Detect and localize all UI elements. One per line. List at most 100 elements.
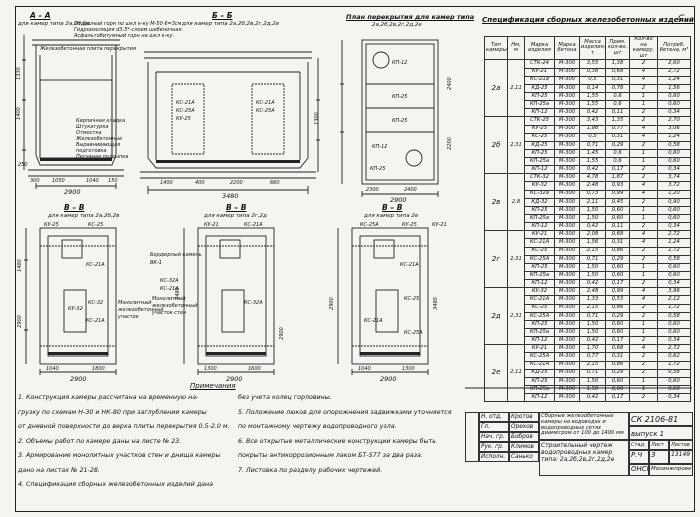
spec-cell: 0,6: [605, 91, 630, 102]
spec-cell: 1,20: [657, 189, 691, 199]
spec-cell: 0,71: [579, 368, 606, 378]
spec-cell: 0,14: [579, 83, 606, 93]
spec-cell: М-300: [554, 100, 580, 110]
spec-header-row: Тип камеры Нм, м Марка изделия Марка бет…: [484, 35, 691, 61]
vv3-label-4: КС-25: [404, 296, 420, 302]
tb-sign-name: Санько: [509, 452, 539, 462]
spec-cell: 0,73: [579, 189, 606, 199]
spec-cell: КС-25: [524, 303, 555, 313]
spec-cell: 1,24: [657, 75, 691, 85]
vv1-title: В – В: [64, 203, 85, 212]
tb-sheets: 13149: [669, 450, 693, 464]
spec-cell: 1,45: [579, 148, 606, 159]
vv1-dim-4: 2900: [16, 315, 23, 328]
spec-cell: 2: [629, 303, 658, 313]
spec-cell: 0,42: [579, 393, 606, 403]
spec-cell: КС-21а: [524, 75, 555, 85]
title-block: Н. отд. Кротов Гл. спец. Орехов Нач. гр.…: [465, 412, 693, 510]
spec-cell: 1,55: [579, 100, 606, 110]
vv2-label-5: КС-32А: [244, 300, 263, 306]
tb-sign-role: Нач. гр.: [479, 432, 509, 442]
vv2-dim-2: 1300: [204, 366, 217, 372]
note-line: 3. Армирование монолитных участков стен …: [18, 452, 221, 459]
spec-cell: 2: [629, 83, 658, 93]
spec-cell: КП-25а: [524, 157, 555, 167]
vv2-label-1: КУ-21: [204, 222, 219, 228]
spec-cell: 4: [629, 75, 658, 85]
spec-cell: 3,55: [579, 59, 606, 69]
spec-cell: М-300: [554, 83, 580, 93]
notes-title: Примечания: [190, 382, 236, 390]
section-bb-title: Б – Б: [212, 11, 233, 20]
spec-cell: М-300: [554, 173, 580, 183]
spec-cell: 0,90: [657, 197, 691, 207]
vv3-dim-3: 2900: [328, 297, 335, 310]
spec-cell: КП-25а: [524, 271, 555, 281]
spec-cell: 0,86: [605, 360, 630, 370]
spec-cell: М-300: [554, 124, 580, 134]
spec-cell: 0,60: [605, 319, 630, 330]
spec-cell: 4: [629, 344, 658, 354]
section-bb-types: для камер типа 2а,2б,2в,2г,2д,2е: [182, 21, 280, 27]
spec-cell: 0,6: [605, 148, 630, 159]
spec-cell: 4: [629, 181, 658, 191]
spec-cell: 0,60: [605, 205, 630, 216]
vv2-types: для камер типа 2г,2д: [204, 213, 267, 219]
spec-cell: 0,78: [605, 83, 630, 93]
spec-cell: 0,38: [579, 67, 606, 77]
note-line: покрыты антикоррозионным лаком БТ-577 за…: [238, 452, 423, 459]
plan-types: 2а,2б,2в,2г,2д,2е: [372, 22, 422, 28]
bb-dim-3: 2200: [230, 180, 243, 186]
spec-cell: 2: [629, 360, 658, 370]
bb-dim-5: 1300: [313, 112, 320, 125]
spec-cell: СТК-25: [524, 116, 555, 126]
section-aa-dim-total: 2900: [64, 188, 81, 196]
tb-sign-role: Рук. гр.: [479, 442, 509, 452]
spec-cell: 0,68: [605, 67, 630, 77]
spec-cell: 2,11: [579, 197, 606, 207]
spec-cell: 0,34: [657, 222, 691, 232]
spec-cell: 0,5: [579, 132, 606, 142]
spec-cell: М-300: [554, 67, 580, 77]
spec-cell: 2,60: [657, 59, 691, 69]
tb-issue: выпуск 1: [629, 426, 693, 440]
spec-camera-type: 2а: [484, 59, 508, 118]
spec-cell: М-300: [554, 254, 580, 264]
vv2-dim-3: 1600: [248, 366, 261, 372]
spec-cell: 0,5: [579, 75, 606, 85]
spec-cell: 0,60: [657, 319, 691, 330]
spec-cell: 0,62: [657, 352, 691, 362]
spec-cell: 0,60: [657, 376, 691, 387]
spec-cell: 0,29: [605, 254, 630, 264]
spec-cell: 2,15: [579, 246, 606, 256]
spec-cell: 2: [629, 197, 658, 207]
spec-cell: М-300: [554, 157, 580, 167]
spec-cell: М-300: [554, 336, 580, 346]
vv1-dim-total: 2900: [70, 375, 87, 383]
vv2-title: В – В: [226, 203, 247, 212]
tb-org: ОНСК: [629, 464, 649, 476]
spec-cell: М-300: [554, 140, 580, 150]
spec-cell: 2: [629, 279, 658, 289]
spec-cell: 0,93: [605, 181, 630, 191]
spec-cell: КП-25: [524, 319, 555, 330]
plan-dim-total: 2900: [390, 196, 407, 204]
spec-cell: 0,60: [657, 262, 691, 273]
vv2-label-3: КС-32А: [160, 278, 179, 284]
spec-cell: 0,86: [605, 246, 630, 256]
spec-cell: 0,34: [657, 279, 691, 289]
spec-cell: М-300: [554, 148, 580, 159]
vv1-label-1: КУ-25: [44, 222, 59, 228]
spec-cell: 0,60: [657, 214, 691, 224]
tb-desc-top: Сборные железобетонные камеры на водовод…: [539, 412, 629, 440]
spec-table: Тип камеры Нм, м Марка изделия Марка бет…: [484, 35, 691, 403]
spec-cell: КУ-32: [524, 287, 555, 297]
spec-cell: 1: [629, 91, 658, 102]
spec-cell: 1,56: [579, 238, 606, 248]
spec-header-cell: Кол-во на камеру, шт: [629, 35, 658, 61]
